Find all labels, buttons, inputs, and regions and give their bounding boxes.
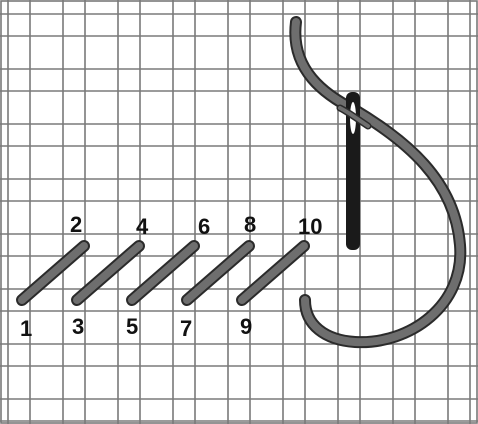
diagonal-stitch — [77, 246, 139, 300]
label-2: 2 — [70, 212, 82, 237]
label-1: 1 — [20, 316, 32, 341]
diagonal-stitch — [187, 246, 249, 300]
label-9: 9 — [240, 314, 252, 339]
label-5: 5 — [126, 314, 138, 339]
stitch-row — [22, 246, 304, 300]
diagonal-stitch — [242, 246, 304, 300]
label-10: 10 — [298, 214, 322, 239]
diagonal-stitch — [132, 246, 194, 300]
label-6: 6 — [198, 214, 210, 239]
diagonal-stitch — [22, 246, 84, 300]
label-7: 7 — [180, 316, 192, 341]
label-4: 4 — [136, 214, 149, 239]
thread-loop — [295, 22, 460, 342]
label-8: 8 — [244, 212, 256, 237]
label-3: 3 — [72, 314, 84, 339]
